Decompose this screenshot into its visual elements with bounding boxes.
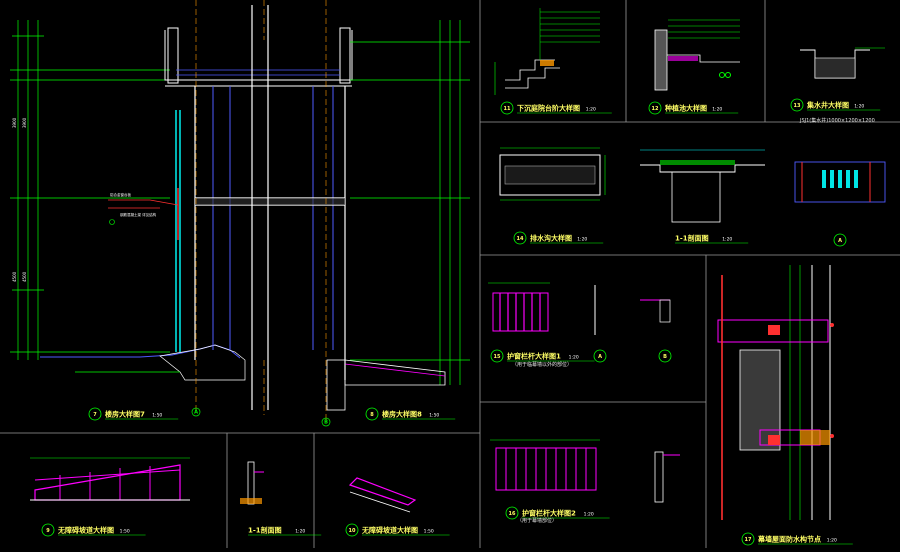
svg-text:3900: 3900 — [12, 117, 17, 128]
detail-number: 7 — [93, 412, 97, 418]
detail-number: 14 — [517, 236, 524, 242]
detail-number: 10 — [349, 528, 356, 534]
detail-title: 集水井大样图 — [806, 101, 849, 110]
svg-text:铝合金窗台板: 铝合金窗台板 — [110, 192, 131, 197]
detail-number: A — [598, 354, 602, 360]
detail-label-d11b: 1-1剖面图 1:20 — [675, 234, 749, 244]
detail-11-drawing — [494, 8, 600, 95]
svg-text:3900: 3900 — [22, 117, 27, 128]
detail-number-circle — [593, 349, 607, 363]
detail-label-d10: 10 无障碍坡道大样图 1:50 — [345, 523, 450, 537]
detail-scale: 1:20 — [827, 538, 837, 544]
building-section-left: 3900 3900 4500 4500 — [10, 0, 470, 427]
detail-number-circle — [490, 349, 504, 363]
detail-label-d13: 13 集水井大样图 1:20 — [790, 98, 881, 112]
detail-scale: 1:20 — [712, 107, 722, 113]
detail-number: 8 — [370, 412, 374, 418]
detail-title: 楼房大样图8 — [382, 410, 422, 419]
detail-scale: 1:50 — [429, 413, 439, 419]
detail-label-d16: 16 护窗栏杆大样图2 1:20 — [505, 506, 610, 520]
detail-15-subnote: （用于临幕墙以外的部位） — [512, 361, 572, 368]
detail-label-d11c: 1-1剖面图 1:20 — [248, 526, 322, 536]
detail-label-d8: 8 楼房大样图8 1:50 — [365, 407, 456, 421]
detail-number-circle — [88, 407, 102, 421]
detail-number-circle — [365, 407, 379, 421]
detail-number-circle — [513, 231, 527, 245]
detail-title: 无障碍坡道大样图 — [361, 526, 418, 535]
detail-13-drawing: JSJ1(集水井)1000×1200×1200 — [799, 47, 885, 124]
detail-label-d12: 12 种植池大样图 1:20 — [648, 101, 739, 115]
detail-number: 17 — [745, 537, 752, 543]
detail-scale: 1:20 — [295, 529, 305, 535]
detail-number: A — [838, 238, 842, 244]
svg-text:钢筋混凝土梁 详见结构: 钢筋混凝土梁 详见结构 — [120, 212, 157, 217]
detail-title: 1-1剖面图 — [248, 526, 282, 535]
detail-label-dB: B — [658, 349, 672, 363]
detail-number: 12 — [652, 106, 659, 112]
detail-title: 无障碍坡道大样图 — [57, 526, 114, 535]
detail-label-d7: 7 楼房大样图7 1:50 — [88, 407, 179, 421]
detail-title: 护窗栏杆大样图1 — [507, 352, 561, 361]
detail-13-note: JSJ1(集水井)1000×1200×1200 — [799, 117, 875, 124]
detail-scale: 1:20 — [854, 104, 864, 110]
detail-number-circle — [505, 506, 519, 520]
detail-scale: 1:20 — [577, 237, 587, 243]
detail-16-drawing — [490, 439, 680, 503]
axis-label: A — [194, 410, 198, 416]
detail-label-dA2: A — [593, 349, 607, 363]
detail-scale: 1:20 — [584, 512, 594, 518]
detail-15-drawing — [488, 282, 671, 335]
detail-label-d11: 11 下沉庭院台阶大样图 1:20 — [500, 101, 612, 115]
detail-title: 护窗栏杆大样图2 — [522, 509, 576, 518]
detail-scale: 1:20 — [586, 107, 596, 113]
detail-number: 13 — [794, 103, 801, 109]
detail-number-circle — [648, 101, 662, 115]
detail-label-d9: 9 无障碍坡道大样图 1:50 — [41, 523, 146, 537]
detail-number-circle — [833, 233, 847, 247]
detail-number-circle — [741, 532, 755, 546]
detail-label-d14: 14 排水沟大样图 1:20 — [513, 231, 604, 245]
detail-label-d15: 15 护窗栏杆大样图1 1:20 — [490, 349, 595, 363]
detail-scale: 1:50 — [152, 413, 162, 419]
detail-number-circle — [500, 101, 514, 115]
detail-14-drawing — [499, 147, 606, 201]
detail-title: 1-1剖面图 — [675, 234, 709, 243]
detail-16-subnote: （用于幕墙部位） — [517, 517, 557, 524]
detail-title: 幕墙屋面防水构节点 — [757, 535, 821, 544]
detail-number: 11 — [504, 106, 511, 112]
detail-number-circle — [345, 523, 359, 537]
detail-scale: 1:50 — [424, 529, 434, 535]
axis-label: B — [324, 420, 328, 426]
detail-title: 种植池大样图 — [664, 104, 707, 113]
detail-scale: 1:20 — [722, 237, 732, 243]
detail-number-circle — [658, 349, 672, 363]
detail-number-circle — [41, 523, 55, 537]
detail-number-circle — [790, 98, 804, 112]
detail-label-dA1: A — [833, 233, 847, 247]
detail-number: B — [663, 354, 667, 360]
detail-scale: 1:50 — [120, 529, 130, 535]
detail-number: 9 — [46, 528, 50, 534]
detail-12-drawing — [654, 19, 740, 91]
detail-9-drawing — [30, 457, 190, 501]
detail-title: 下沉庭院台阶大样图 — [517, 104, 580, 113]
detail-a-drawing-1 — [794, 161, 886, 203]
detail-label-d17: 17 幕墙屋面防水构节点 1:20 — [741, 532, 853, 546]
detail-number: 16 — [509, 511, 516, 517]
detail-title: 排水沟大样图 — [530, 234, 572, 243]
section-1-1-drawing — [640, 149, 765, 223]
detail-scale: 1:20 — [569, 355, 579, 361]
detail-labels: 7 楼房大样图7 1:50 8 楼房大样图8 1:50 11 下沉庭院台阶大样图 1:20 12 种… — [41, 98, 881, 546]
svg-text:4500: 4500 — [22, 271, 27, 282]
detail-number: 15 — [494, 354, 501, 360]
section-1-1-ramp-drawing — [240, 461, 264, 505]
detail-title: 楼房大样图7 — [105, 410, 145, 419]
svg-text:4500: 4500 — [12, 271, 17, 282]
detail-17-drawing — [717, 265, 834, 520]
detail-10-drawing — [348, 477, 417, 513]
